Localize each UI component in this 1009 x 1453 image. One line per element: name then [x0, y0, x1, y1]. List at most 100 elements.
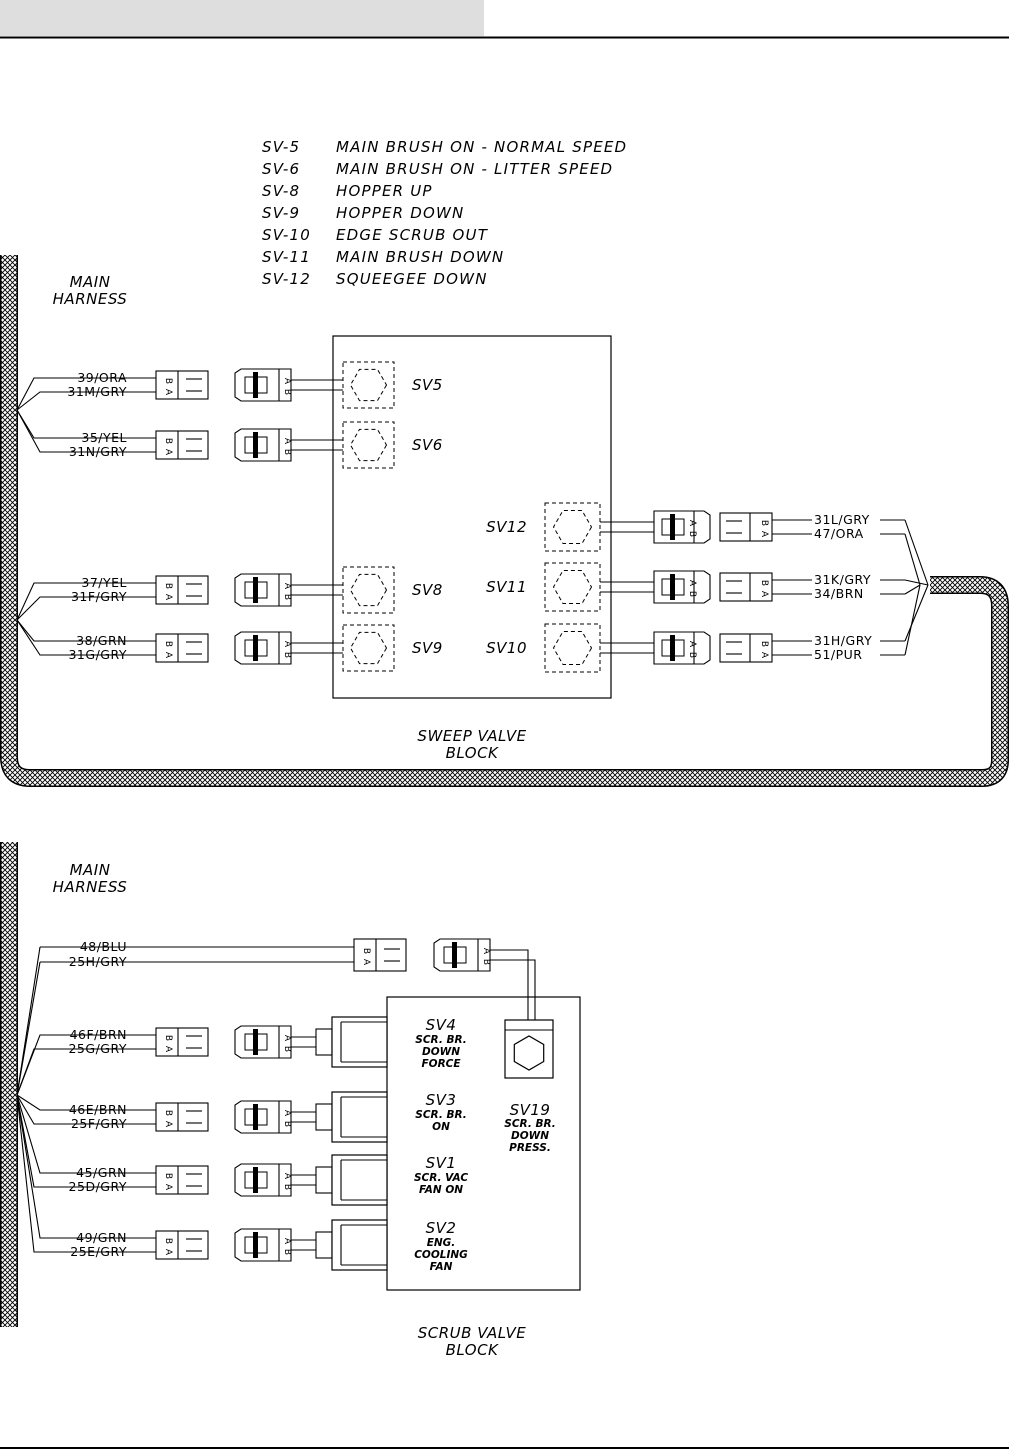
pin-label-a: A [163, 389, 173, 396]
valve-outline [544, 623, 601, 673]
valve-desc: FAN ON [419, 1184, 463, 1196]
harness-branch [904, 579, 929, 586]
harness-branch [16, 377, 60, 411]
socket-connector: AB [234, 1025, 292, 1059]
valve-label: SV5 [412, 376, 443, 394]
valve-desc: SCR. BR. [415, 1034, 466, 1046]
pin-label-b: B [163, 1173, 173, 1179]
sv19-wire [490, 959, 536, 1020]
pin-label-a: A [687, 641, 697, 648]
pin-label-a: A [282, 378, 292, 385]
legend-desc: EDGE SCRUB OUT [336, 226, 489, 244]
socket-latch [253, 1029, 258, 1055]
harness-branch [904, 533, 921, 586]
hexagon-icon [552, 510, 593, 544]
pin-label-a: A [282, 641, 292, 648]
pin-label-b: B [282, 594, 292, 600]
pin-label-b: B [163, 583, 173, 589]
sv19-coil [504, 1019, 554, 1079]
harness-branch [16, 1094, 60, 1188]
valve-cartridge [544, 502, 601, 552]
sweep-valve-block [332, 335, 612, 699]
pin-label-a: A [163, 1121, 173, 1128]
valve-cartridge [342, 421, 395, 469]
sv19-desc: SCR. BR. [504, 1118, 555, 1130]
pin-label-a: A [361, 959, 371, 966]
pin-label-a: A [163, 1249, 173, 1256]
valve-outline [342, 624, 395, 672]
sv19-desc: PRESS. [509, 1142, 551, 1154]
valve-desc: SCR. VAC [414, 1172, 468, 1184]
valve-outline [544, 562, 601, 612]
valve-cartridge [342, 566, 395, 614]
socket-latch [253, 1232, 258, 1258]
socket-latch [253, 432, 258, 458]
pin-label-b: B [163, 1110, 173, 1116]
socket-latch [253, 1104, 258, 1130]
pin-label-b: B [282, 1249, 292, 1255]
plug-body [155, 633, 209, 663]
harness-branch [16, 619, 60, 656]
socket-latch [253, 577, 258, 603]
legend-code: SV-10 [262, 226, 311, 244]
socket-connector: AB [234, 1100, 292, 1134]
sweep-harness-label-1: MAIN [70, 273, 111, 291]
socket-connector: AB [234, 428, 292, 462]
legend-desc: MAIN BRUSH DOWN [336, 248, 504, 266]
valve-desc: FAN [430, 1261, 453, 1273]
legend-code: SV-6 [262, 160, 300, 178]
pin-label-a: A [282, 583, 292, 590]
valve-label: SV3 [426, 1091, 457, 1109]
socket-connector: AB [234, 573, 292, 607]
pin-label-a: A [759, 531, 769, 538]
legend-code: SV-11 [262, 248, 311, 266]
pin-label-a: A [481, 948, 491, 955]
sv19-wire [490, 949, 529, 1020]
wire-label: 31K/GRY [814, 572, 871, 587]
valve-label: SV10 [486, 639, 527, 657]
pin-label-a: A [163, 449, 173, 456]
legend-code: SV-5 [262, 138, 300, 156]
socket-latch [452, 942, 457, 968]
harness-branch [16, 1094, 60, 1125]
pin-label-b: B [687, 531, 697, 537]
sweep-harness-cable [0, 255, 1009, 787]
coil-body [331, 1016, 388, 1068]
plug-body [155, 575, 209, 605]
sv19-label: SV19 [510, 1101, 551, 1119]
pin-label-a: A [687, 520, 697, 527]
harness-branch [904, 519, 929, 586]
legend-desc: SQUEEGEE DOWN [336, 270, 488, 288]
plug-connector: BA [155, 430, 209, 460]
harness-branch [16, 1094, 60, 1253]
valve-label: SV6 [412, 436, 443, 454]
sweep-block-label-1: SWEEP VALVE [417, 727, 526, 745]
wire-label: 51/PUR [814, 647, 863, 662]
legend-desc: MAIN BRUSH ON - LITTER SPEED [336, 160, 613, 178]
valve-cartridge [342, 624, 395, 672]
valve-desc: ENG. [427, 1237, 456, 1249]
harness-branch [904, 584, 921, 656]
valve-label: SV4 [426, 1016, 457, 1034]
harness-branch [16, 1048, 60, 1096]
legend-desc: HOPPER DOWN [336, 204, 464, 222]
plug-body [155, 1230, 209, 1260]
valve-desc: FORCE [421, 1058, 461, 1070]
valve-cartridge [544, 562, 601, 612]
plug-connector: BA [155, 370, 209, 400]
pin-label-a: A [687, 580, 697, 587]
pin-label-b: B [163, 438, 173, 444]
coil-body [331, 1091, 388, 1143]
pin-label-a: A [282, 1238, 292, 1245]
socket-connector: AB [653, 570, 711, 604]
sweep-block-label-2: BLOCK [446, 744, 499, 762]
plug-connector: BA [155, 1165, 209, 1195]
